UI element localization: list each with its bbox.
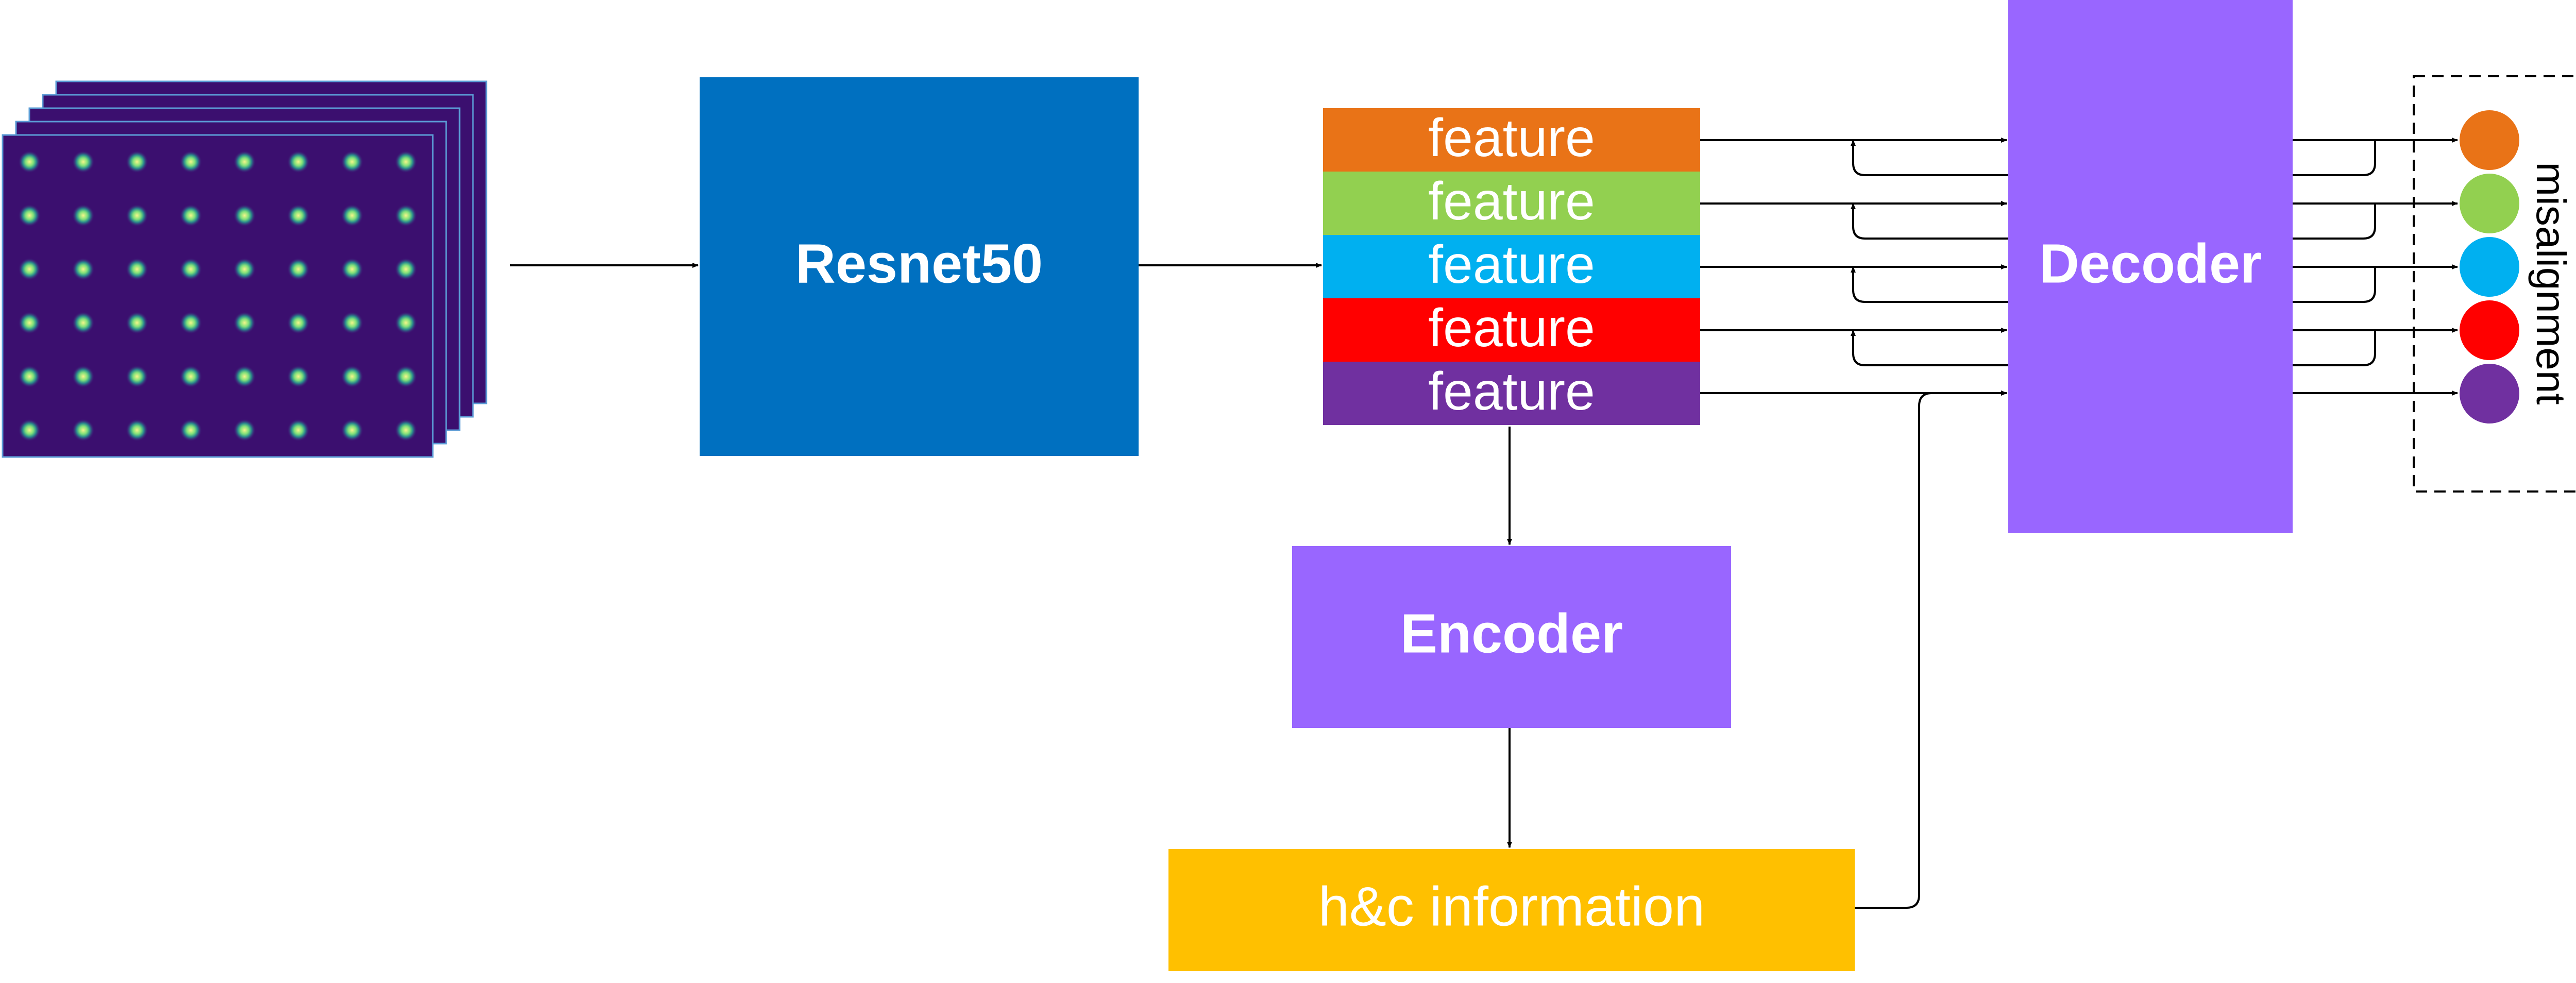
spot-marker (18, 311, 41, 334)
spot-marker (18, 418, 41, 442)
misalignment-output-circle-2 (2460, 174, 2519, 233)
spot-marker (287, 150, 310, 174)
spot-marker (18, 258, 41, 281)
spot-marker (394, 365, 417, 388)
spot-marker (125, 204, 148, 227)
spot-marker (18, 150, 41, 174)
decoder-block: Decoder (2008, 0, 2293, 533)
feature-label: feature (1428, 298, 1595, 358)
encoder-block: Encoder (1292, 546, 1731, 728)
spot-marker (72, 258, 95, 281)
decoder-label: Decoder (2039, 232, 2262, 295)
spot-marker (287, 365, 310, 388)
input-image-stack (2, 80, 487, 458)
spot-marker (233, 311, 256, 334)
misalignment-dashed-box (2413, 75, 2576, 493)
spot-marker (179, 311, 202, 334)
spot-marker (233, 418, 256, 442)
spot-marker (287, 418, 310, 442)
feature-label: feature (1428, 172, 1595, 231)
spot-marker (233, 150, 256, 174)
spot-marker (287, 204, 310, 227)
feature-label: feature (1428, 235, 1595, 295)
spot-marker (179, 365, 202, 388)
feature-box (1323, 362, 1700, 425)
input-image-1 (2, 134, 434, 458)
spot-marker (18, 204, 41, 227)
spot-marker (125, 311, 148, 334)
spot-marker (125, 258, 148, 281)
misalignment-output-circle-1 (2460, 110, 2519, 170)
spot-marker (287, 258, 310, 281)
spot-marker (394, 204, 417, 227)
spot-marker (341, 150, 364, 174)
arrow-hc-to-decoder (1855, 391, 2007, 909)
feature-box (1323, 172, 1700, 235)
resnet-label: Resnet50 (795, 232, 1043, 295)
feature-box (1323, 235, 1700, 298)
spot-marker (341, 365, 364, 388)
misalignment-output-group: misalignment (2413, 75, 2576, 493)
feature-box (1323, 298, 1700, 362)
spot-marker (72, 311, 95, 334)
feature-label: feature (1428, 108, 1595, 168)
spot-marker (233, 365, 256, 388)
spot-marker (179, 150, 202, 174)
spot-marker (72, 204, 95, 227)
spot-marker (341, 258, 364, 281)
misalignment-output-circle-3 (2460, 237, 2519, 297)
spot-marker (394, 258, 417, 281)
feature-row-1: feature (1323, 108, 1700, 172)
feature-row-2: feature (1323, 172, 1700, 235)
spot-marker (179, 204, 202, 227)
hc-information-label: h&c information (1318, 875, 1705, 938)
spot-marker (233, 258, 256, 281)
resnet-block: Resnet50 (700, 77, 1139, 456)
hc-information-block: h&c information (1168, 849, 1855, 971)
misalignment-label: misalignment (2528, 162, 2574, 404)
spot-marker (72, 365, 95, 388)
encoder-label: Encoder (1400, 602, 1623, 665)
spot-marker (72, 418, 95, 442)
spot-marker (125, 150, 148, 174)
connector-arrows (510, 138, 2458, 909)
misalignment-output-circle-4 (2460, 300, 2519, 360)
spot-marker (394, 418, 417, 442)
spot-marker (125, 418, 148, 442)
spot-marker (341, 311, 364, 334)
output-circles (2460, 110, 2519, 423)
spot-marker (179, 258, 202, 281)
spot-marker (287, 311, 310, 334)
feature-row-5: feature (1323, 362, 1700, 425)
feature-label: feature (1428, 362, 1595, 421)
spot-marker (18, 365, 41, 388)
feature-row-3: feature (1323, 235, 1700, 298)
spot-marker (394, 150, 417, 174)
spot-marker (125, 365, 148, 388)
spot-marker (394, 311, 417, 334)
spot-marker (341, 418, 364, 442)
feature-box (1323, 108, 1700, 172)
spot-marker (179, 418, 202, 442)
spot-marker (341, 204, 364, 227)
spot-marker (233, 204, 256, 227)
feature-row-4: feature (1323, 298, 1700, 362)
spot-marker (72, 150, 95, 174)
misalignment-output-circle-5 (2460, 364, 2519, 423)
